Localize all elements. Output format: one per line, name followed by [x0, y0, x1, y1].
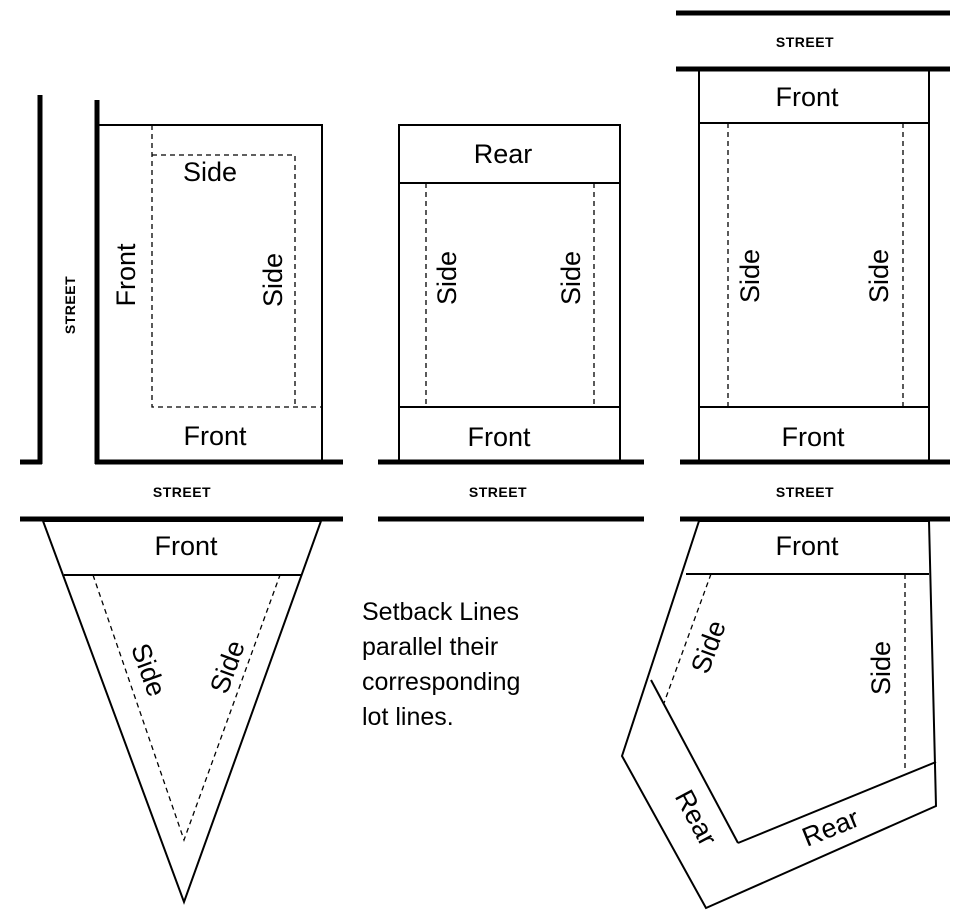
front-label: Front: [183, 421, 247, 451]
street-label-right: STREET: [776, 484, 834, 500]
front-label: Front: [467, 422, 531, 452]
front-label: Front: [154, 531, 218, 561]
setback-line-side: [152, 154, 296, 407]
interior-lot: Rear Side Side Front: [378, 124, 644, 465]
rear-label-left: Rear: [669, 785, 723, 851]
side-label-left: Side: [735, 249, 765, 303]
lot-line: [41, 520, 323, 905]
street-label-left: STREET: [153, 484, 211, 500]
street-label-top: STREET: [776, 34, 834, 50]
side-label: Side: [183, 157, 237, 187]
street-label-vertical: STREET: [62, 276, 78, 334]
rear-setback-line-right: [737, 761, 937, 844]
rear-setback-line-left: [650, 679, 739, 844]
note-line-3: corresponding: [362, 668, 520, 696]
irregular-lot: Front Side Side Rear Rear: [620, 520, 938, 910]
lot-line: [398, 124, 621, 460]
note-line-1: Setback Lines: [362, 598, 519, 626]
triangular-lot: Front Side Side: [41, 520, 323, 905]
lot-line: [98, 124, 323, 460]
lot-line: [620, 520, 938, 910]
note-line-2: parallel their: [362, 633, 498, 661]
side-setback-line: [663, 573, 712, 704]
through-lot: STREET Front Side Side Front: [676, 10, 950, 465]
side-label-right: Side: [556, 251, 586, 305]
middle-street: STREET STREET STREET: [20, 484, 950, 522]
street-label-middle: STREET: [469, 484, 527, 500]
rear-label: Rear: [474, 139, 533, 169]
side-label-vertical: Side: [258, 253, 288, 307]
side-label-right: Side: [866, 641, 896, 695]
setback-line: [151, 125, 322, 408]
front-label-vertical: Front: [111, 243, 141, 307]
side-label-left: Side: [432, 251, 462, 305]
setback-note: Setback Lines parallel their correspondi…: [362, 598, 520, 731]
note-line-4: lot lines.: [362, 703, 454, 731]
front-label-top: Front: [775, 82, 839, 112]
side-label-left: Side: [125, 639, 172, 700]
side-setback-line: [92, 574, 281, 842]
side-label-right: Side: [864, 249, 894, 303]
rear-label-bottom: Rear: [798, 803, 864, 853]
front-label: Front: [775, 531, 839, 561]
front-label-bottom: Front: [781, 422, 845, 452]
corner-lot: Front Side Side Front STREET: [20, 95, 343, 465]
side-label-right: Side: [204, 636, 251, 697]
